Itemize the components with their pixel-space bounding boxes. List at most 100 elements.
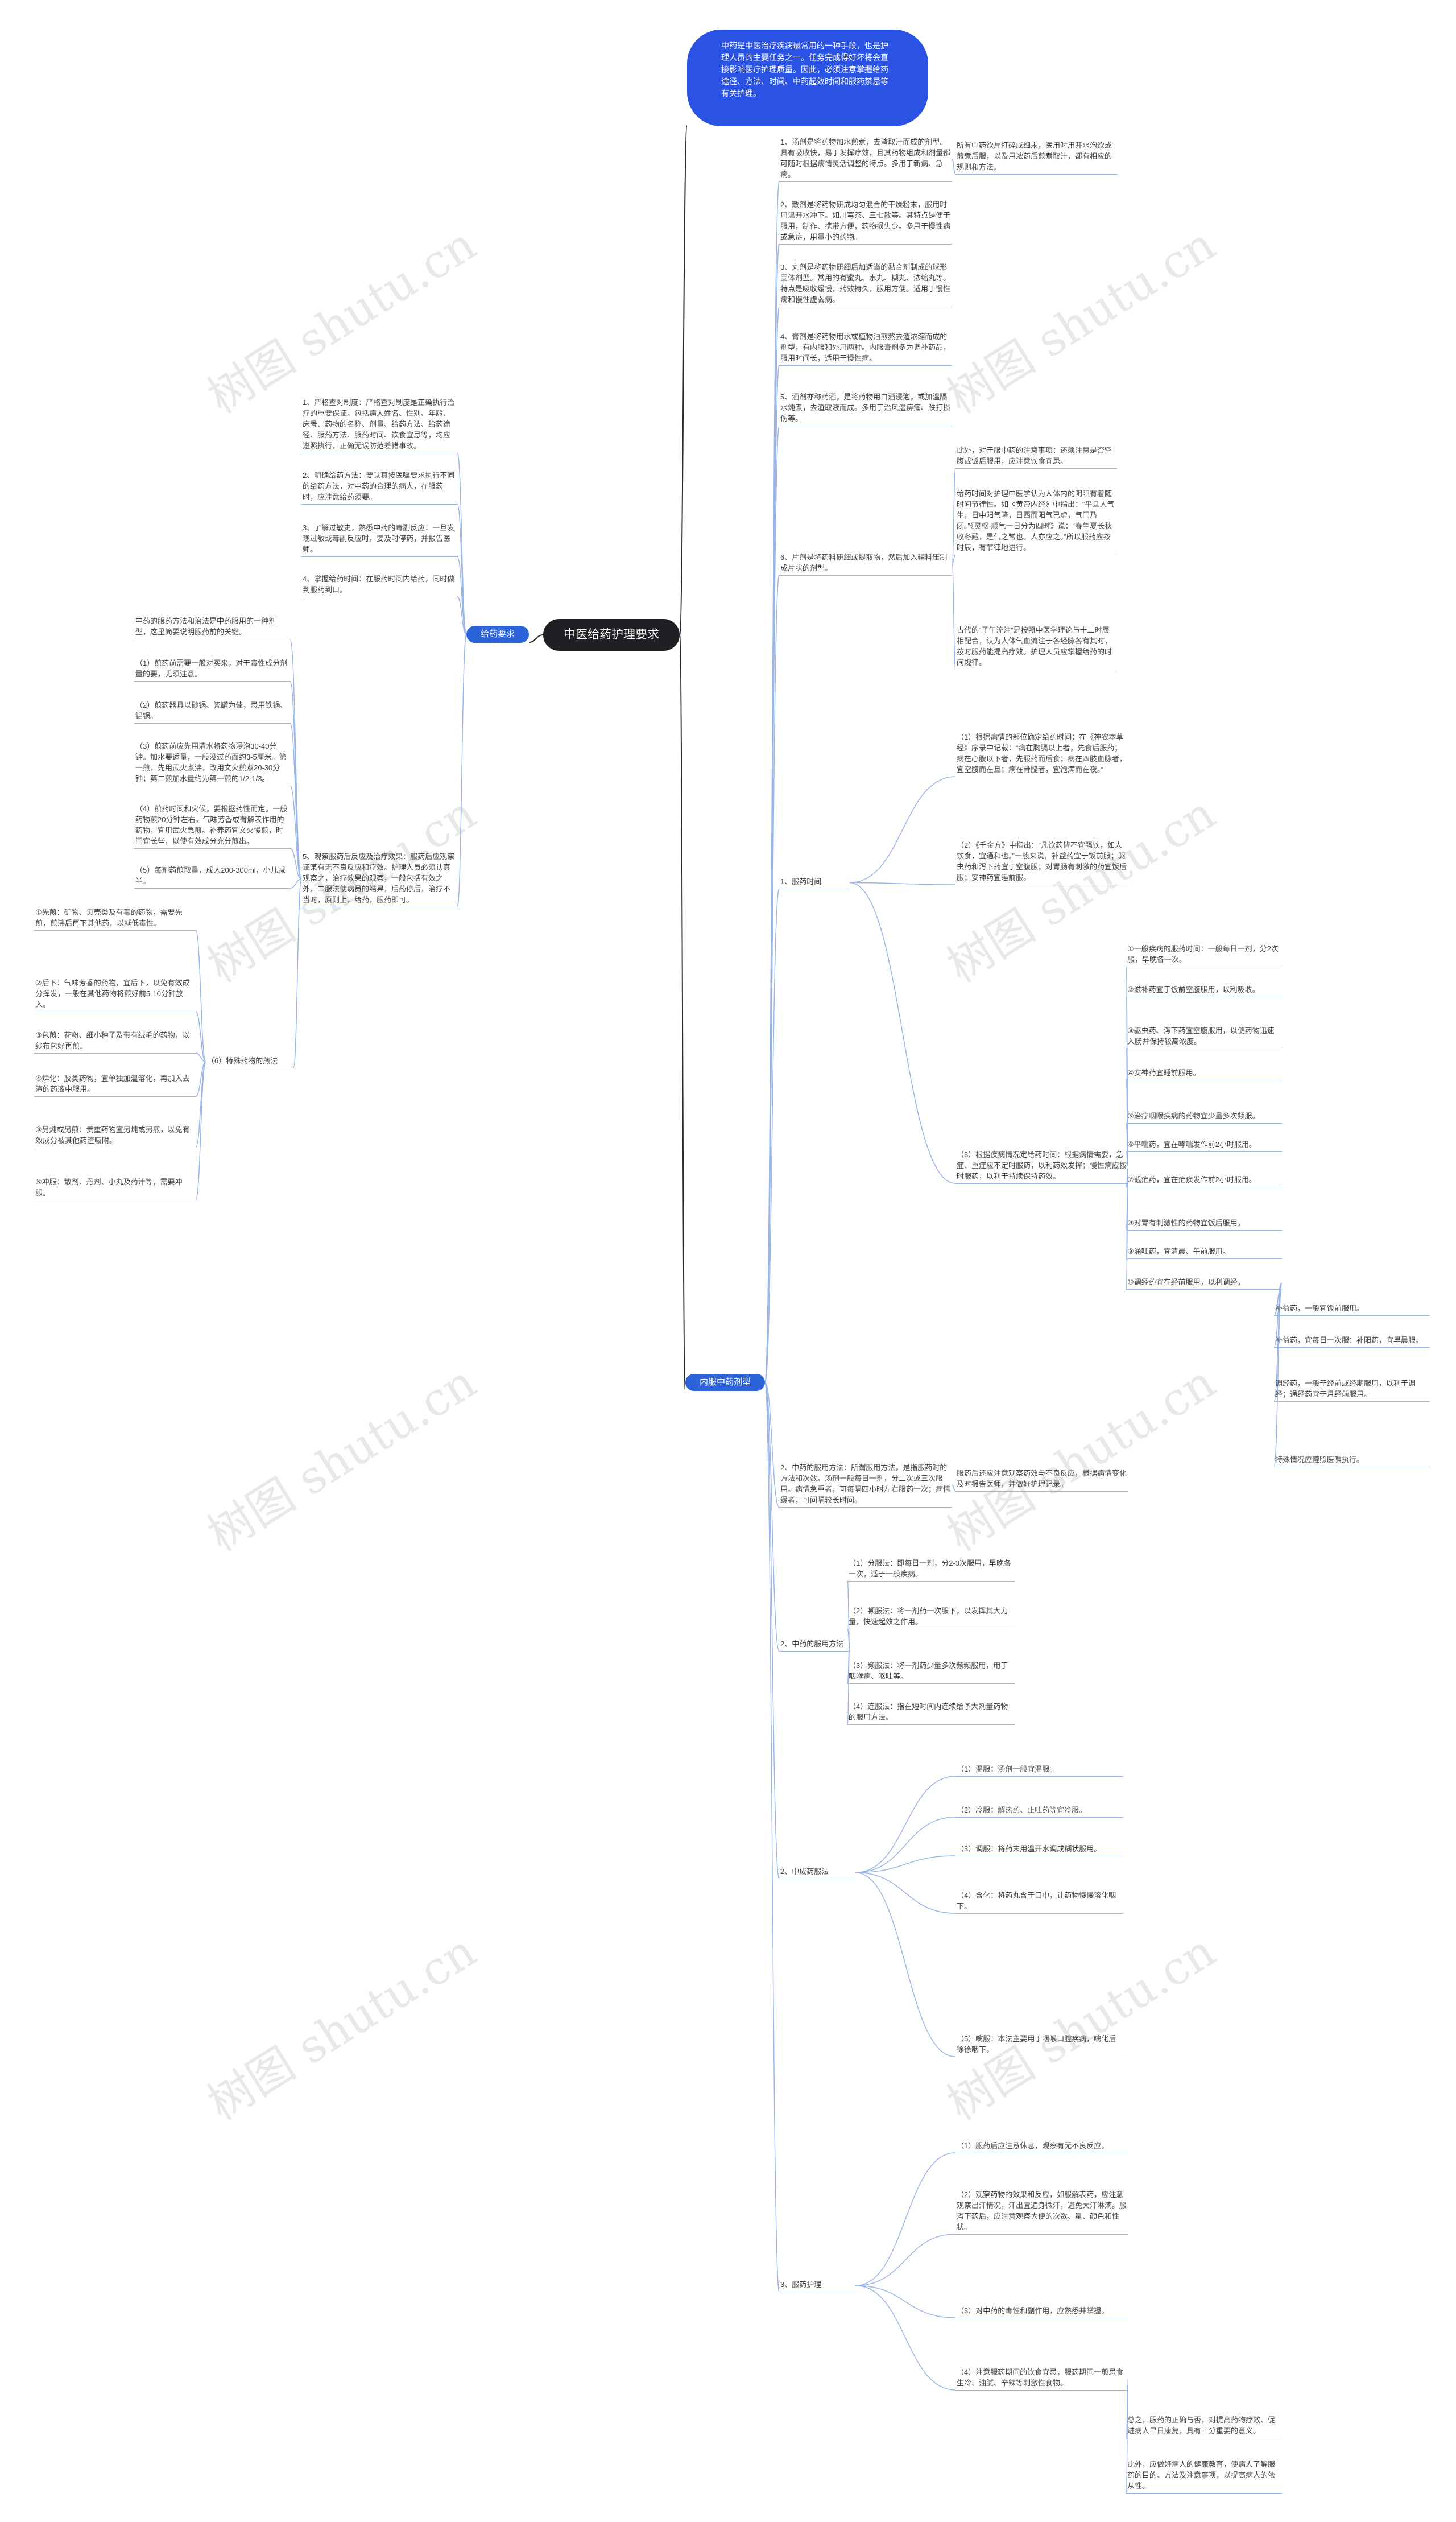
edge-line <box>764 1382 780 1652</box>
left-item-2[interactable]: 2、明确给药方法：要认真按医嘱要求执行不同的给药方法，对中药的合理的病人，在服药… <box>301 470 457 505</box>
edge-line <box>952 554 956 564</box>
r3-item-3[interactable]: （3）频服法：将一剂药少量多次频频服用，用于咽喉病、呕吐等。 <box>847 1660 1015 1684</box>
r4-item-2[interactable]: （2）冷服：解热药、止吐药等宜冷服。 <box>956 1805 1123 1818</box>
r1-note-3[interactable]: 给药时间对护理中医学认为人体内的阴阳有着随时间节律性。如《黄帝内经》中指出：“平… <box>956 488 1117 555</box>
edge-line <box>289 723 302 880</box>
r2-sub-8[interactable]: ⑧对胃有刺激性的药物宜饭后服用。 <box>1126 1217 1282 1231</box>
edge-line <box>679 125 688 635</box>
left-sub6-0[interactable]: ①先煎：矿物、贝壳类及有毒的药物，需要先煎，煎沸后再下其他药，以减低毒性。 <box>34 907 196 931</box>
r2-more-1[interactable]: 补益药，一般宜饭前服用。 <box>1274 1303 1430 1316</box>
edge-line <box>855 1872 956 2057</box>
edge-line <box>195 930 206 1063</box>
r1-note-2[interactable]: 此外，对于服中药的注意事项：还须注意是否空腹或饭后服用，应注意饮食宜忌。 <box>956 445 1117 469</box>
edge-line <box>457 452 467 635</box>
edge-line <box>289 878 302 889</box>
left-sub6-4[interactable]: ⑤另炖或另煎：贵重药物宜另炖或另煎，以免有效成分被其他药渣吸附。 <box>34 1124 196 1148</box>
edge-line <box>855 1776 956 1873</box>
r2-item-2[interactable]: （2）《千金方》中指出：“凡饮药皆不宜强饮，如人饮食，宜通和也。”一般来说，补益… <box>956 840 1128 885</box>
r2-more-4[interactable]: 特殊情况应遵照医嘱执行。 <box>1274 1454 1430 1467</box>
r2-item-1[interactable]: （1）根据病情的部位确定给药时间：在《神农本草经》序录中记载：“病在胸膈以上者，… <box>956 732 1128 777</box>
edge-line <box>952 159 956 175</box>
left-sub6-2[interactable]: ③包煎：花粉、细小种子及带有绒毛的药物，以纱布包好再煎。 <box>34 1030 196 1054</box>
r5-item-1[interactable]: （1）服药后应注意休息，观察有无不良反应。 <box>956 2140 1128 2153</box>
edge-line <box>764 575 780 1383</box>
r2-sub-5[interactable]: ⑤治疗咽喉疾病的药物宜少量多次频服。 <box>1126 1111 1282 1124</box>
r1-item-3[interactable]: 3、丸剂是将药物研细后加适当的黏合剂制成的球形固体剂型。常用的有蜜丸、水丸、糊丸… <box>779 262 952 307</box>
left-item-4[interactable]: 4、掌握给药时间：在服药时间内给药，同时做到服药到口。 <box>301 573 457 597</box>
left-sub5-1[interactable]: （1）煎药前需要一般对买来，对于毒性成分剂量的要，尤须注意。 <box>134 658 290 682</box>
r4-item-4[interactable]: （4）含化：将药丸含于口中，让药物慢慢溶化咽下。 <box>956 1890 1123 1914</box>
r2-sub-6[interactable]: ⑥平喘药，宜在哮喘发作前2小时服用。 <box>1126 1139 1282 1152</box>
left-sub6-label[interactable]: （6）特殊药物的煎法 <box>206 1055 293 1068</box>
intro-bubble[interactable]: 中药是中医治疗疾病最常用的一种手段，也是护理人员的主要任务之一。任务完成得好坏将… <box>687 30 928 126</box>
r1-item-6[interactable]: 6、片剂是将药料研细或提取物，然后加入辅料压制成片状的剂型。 <box>779 552 952 576</box>
r5-item-4[interactable]: （4）注意服药期间的饮食宜忌，服药期间一般忌食生冷、油腻、辛辣等刺激性食物。 <box>956 2367 1128 2391</box>
edge-line <box>849 776 956 884</box>
r5-item-3[interactable]: （3）对中药的毒性和副作用，应熟悉并掌握。 <box>956 2305 1128 2318</box>
r1-item-1[interactable]: 1、汤剂是将药物加水煎煮，去渣取汁而成的剂型。具有吸收快，易于发挥疗效，且其药物… <box>779 137 952 182</box>
r2-sub-1[interactable]: ①一般疾病的服药时间：一般每日一剂，分2次服，早晚各一次。 <box>1126 943 1282 967</box>
r3-item-1[interactable]: （1）分服法：即每日一剂，分2-3次服用，早晚各一次，适于一般疾病。 <box>847 1558 1015 1582</box>
edge-line <box>528 634 544 643</box>
left-sub6-1[interactable]: ②后下：气味芳香的药物，宜后下，以免有效成分挥发，一般在其他药物将煎好前5-10… <box>34 977 196 1012</box>
r2-sub-9[interactable]: ⑨涌吐药，宜清晨、午前服用。 <box>1126 1246 1282 1259</box>
r1-item-5[interactable]: 5、酒剂亦称药酒，是将药物用白酒浸泡，或加温隔水炖煮，去渣取液而成。多用于治风湿… <box>779 391 952 426</box>
edge-line <box>195 1061 206 1200</box>
r3-note[interactable]: 服药后还应注意观察药效与不良反应，根据病情变化及时报告医师，并做好护理记录。 <box>956 1468 1128 1492</box>
edge-line <box>849 882 956 1184</box>
r4-label[interactable]: 2、中成药服法 <box>779 1866 855 1879</box>
edge-line <box>195 1061 206 1097</box>
edge-line <box>855 1817 956 1873</box>
r2-sub-4[interactable]: ④安神药宜睡前服用。 <box>1126 1067 1282 1080</box>
left-item-1[interactable]: 1、严格查对制度：严格查对制度是正确执行治疗的重要保证。包括病人姓名、性别、年龄… <box>301 397 457 453</box>
left-sub5-5[interactable]: （5）每剂药煎取量，成人200-300ml，小儿减半。 <box>134 865 290 889</box>
left-item-5[interactable]: 5、观察服药后反应及治疗效果：服药后应观察证某有无不良反应和疗效。护理人员必须认… <box>301 851 457 907</box>
r2-more-2[interactable]: 补益药，宜每日一次服：补阳药，宜早晨服。 <box>1274 1335 1430 1348</box>
r4-item-1[interactable]: （1）温服：汤剂一般宜温服。 <box>956 1764 1123 1777</box>
r5-item-2[interactable]: （2）观察药物的效果和反应，如服解表药，应注意观察出汗情况，汗出宜遍身微汗，避免… <box>956 2189 1128 2235</box>
branch-right[interactable]: 内服中药剂型 <box>685 1374 765 1391</box>
r4-item-5[interactable]: （5）噙服：本法主要用于咽喉口腔疾病，噙化后徐徐咽下。 <box>956 2033 1123 2057</box>
r2-label[interactable]: 1、服药时间 <box>779 876 850 889</box>
r2-sub-3[interactable]: ③驱虫药、泻下药宜空腹服用，以使药物迅速入肠并保持较高浓度。 <box>1126 1025 1282 1049</box>
edge-line <box>457 596 467 635</box>
left-sub5-4[interactable]: （4）煎药时间和火候，要根据药性而定。一般药物煎20分钟左右，气味芳香或有解表作… <box>134 803 290 849</box>
r3-intro[interactable]: 2、中药的服用方法：所谓服用方法，是指服药时的方法和次数。汤剂一般每日一剂，分二… <box>779 1462 952 1508</box>
r3-label[interactable]: 2、中药的服用方法 <box>779 1638 850 1652</box>
r3-item-4[interactable]: （4）连服法：指在短时间内连续给予大剂量药物的服用方法。 <box>847 1701 1015 1725</box>
r2-sub-2[interactable]: ②滋补药宜于饭前空腹服用，以利吸收。 <box>1126 984 1282 997</box>
edge-line <box>289 848 302 880</box>
r5-note-1[interactable]: 总之，服药的正确与否，对提高药物疗效、促进病人早日康复，具有十分重要的意义。 <box>1126 2414 1282 2438</box>
edge-line <box>289 638 302 880</box>
r1-item-4[interactable]: 4、膏剂是将药物用水或植物油煎熬去渣浓缩而成的剂型，有内服和外用两种。内服膏剂多… <box>779 331 952 366</box>
r3-item-2[interactable]: （2）顿服法：将一剂药一次服下，以发挥其大力量，快速起效之作用。 <box>847 1605 1015 1629</box>
left-sub6-3[interactable]: ④烊化：胶类药物，宜单独加温溶化，再加入去渣的药液中服用。 <box>34 1073 196 1097</box>
edge-line <box>849 882 956 885</box>
r2-more-3[interactable]: 调经药，一般于经前或经期服用，以利于调经；通经药宜于月经前服用。 <box>1274 1378 1430 1402</box>
r1-note-4[interactable]: 古代的“子午流注”是按照中医学理论与十二时辰相配合，认为人体气血流注于各经脉各有… <box>956 625 1117 670</box>
left-sub5-3[interactable]: （3）煎药前应先用清水将药物浸泡30-40分钟。加水要适量，一般没过药面约3-5… <box>134 741 290 786</box>
edge-line <box>457 556 467 635</box>
root-node[interactable]: 中医给药护理要求 <box>543 619 680 651</box>
edge-line <box>1126 2378 1129 2494</box>
r2-sub-10[interactable]: ⑩调经药宜在经前服用，以利调经。 <box>1126 1277 1282 1290</box>
edge-line <box>457 634 467 907</box>
left-sub5-2[interactable]: （2）煎药器具以砂锅、瓷罐为佳，忌用铁锅、铝锅。 <box>134 700 290 724</box>
r2-sub-7[interactable]: ⑦截疟药，宜在疟疾发作前2小时服用。 <box>1126 1174 1282 1187</box>
edge-line <box>293 878 302 1068</box>
left-item-3[interactable]: 3、了解过敏史，熟悉中药的毒副反应：一旦发现过敏或毒副反应时，要及时停药，并报告… <box>301 522 457 557</box>
left-sub5-0[interactable]: 中药的服药方法和治法是中药服用的一种剂型，这里简要说明服药前的关键。 <box>134 616 290 639</box>
branch-left[interactable]: 给药要求 <box>466 626 529 643</box>
r1-note-1[interactable]: 所有中药饮片打碎成细末，医用时用开水泡饮或煎煮后服，以及用浓药后煎煮取汁，都有相… <box>956 140 1117 175</box>
r2-item-3[interactable]: （3）根据疾病情况定给药时间：根据病情需要，急症、重症应不定时服药，以利药效发挥… <box>956 1149 1128 1184</box>
r1-item-2[interactable]: 2、散剂是将药物研成均匀混合的干燥粉末，服用时用温开水冲下。如川芎茶、三七散等。… <box>779 199 952 245</box>
edge-line <box>764 1382 780 2292</box>
r5-label[interactable]: 3、服药护理 <box>779 2279 855 2292</box>
r4-item-3[interactable]: （3）调服：将药末用温开水调成糊状服用。 <box>956 1843 1123 1856</box>
edge-line <box>855 2234 956 2286</box>
r5-note-2[interactable]: 此外，应做好病人的健康教育，使病人了解服药的目的、方法及注意事项，以提高病人的依… <box>1126 2459 1282 2494</box>
edge-line <box>679 634 686 1391</box>
edge-line <box>1273 1282 1283 1467</box>
edge-line <box>195 1052 206 1063</box>
left-sub6-5[interactable]: ⑥冲服：散剂、丹剂、小丸及药汁等，需要冲服。 <box>34 1177 196 1200</box>
